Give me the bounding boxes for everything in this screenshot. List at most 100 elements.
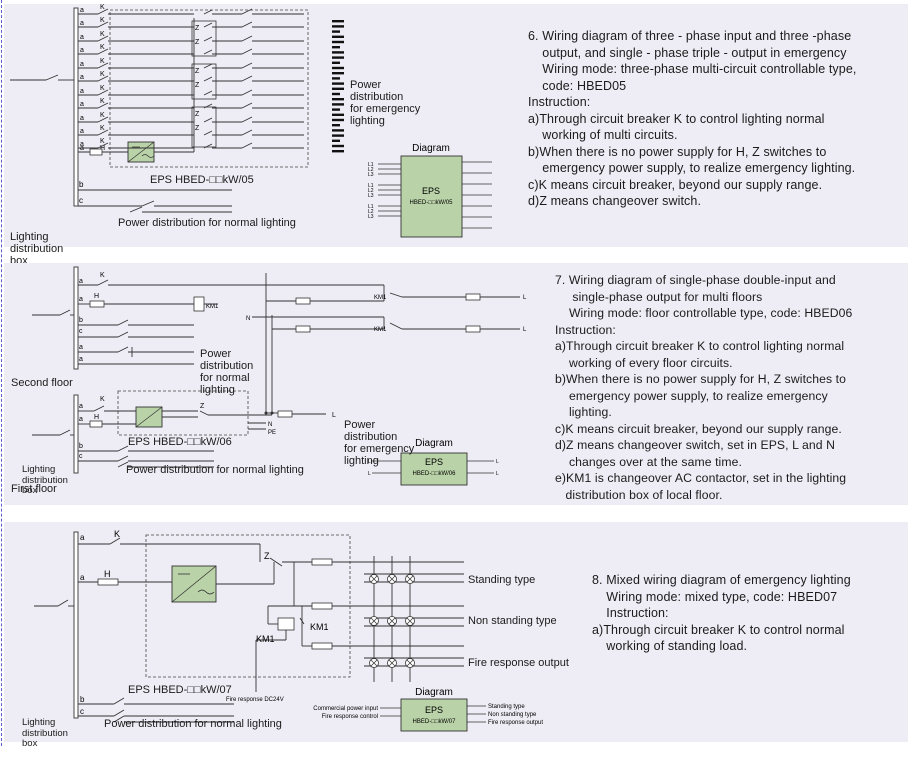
branch-letter: a	[80, 101, 84, 108]
contactor-label: KM1	[374, 327, 387, 333]
description-line: output, and single - phase triple - outp…	[528, 45, 847, 60]
description-line: c)K means circuit breaker, beyond our su…	[555, 421, 842, 436]
description-hbed07: 8. Mixed wiring diagram of emergency lig…	[592, 572, 851, 655]
breaker-label: K	[114, 529, 120, 539]
output-terminal	[332, 77, 340, 80]
breaker-label: H	[94, 293, 99, 300]
description-line: a)Through circuit breaker K to control n…	[592, 622, 845, 637]
output-terminal	[332, 113, 344, 116]
branch-letter: c	[79, 453, 83, 460]
branch-letter: c	[79, 196, 83, 205]
contactor-label: KM1	[206, 304, 219, 310]
breaker-label: K	[100, 85, 105, 92]
branch-letter: a	[79, 344, 83, 351]
breaker-label: K	[100, 31, 105, 38]
description-line: a)Through circuit breaker K to control l…	[555, 339, 845, 353]
breaker-label: H	[94, 414, 99, 421]
neutral-label: N	[268, 422, 272, 428]
live-label: L	[523, 327, 527, 333]
output-non-standing-label: Non standing type	[488, 712, 537, 718]
description-line: emergency power supply, to realize emerg…	[555, 388, 828, 403]
live-label: L	[368, 471, 371, 477]
switch-label: Z	[195, 39, 200, 46]
phase-label: L1	[368, 204, 374, 210]
output-terminal	[332, 82, 344, 85]
breaker-label: H	[104, 569, 111, 579]
description-line: e)KM1 is changeover AC contactor, set in…	[555, 471, 847, 485]
fire-response-output-label: Fire response output	[468, 657, 569, 669]
description-line: distribution box of local floor.	[555, 487, 723, 502]
eps-model-label: EPS HBED-□□kW/05	[150, 174, 254, 186]
branch-letter: a	[79, 416, 83, 423]
output-terminal	[332, 30, 340, 33]
phase-label: L1	[368, 183, 374, 189]
phase-label: L3	[368, 214, 374, 220]
output-terminal	[332, 129, 344, 132]
switch-label: Z	[195, 82, 200, 89]
description-line: Instruction:	[592, 606, 669, 620]
normal-lighting-label: Power distribution for normal lighting	[118, 217, 296, 229]
breaker-label: K	[100, 98, 105, 105]
output-terminal	[332, 103, 344, 106]
breaker-label: K	[100, 396, 105, 403]
wiring-diagram-hbed07: Z a K a H KM1 KM1	[34, 529, 543, 732]
branch-letter: a	[80, 7, 84, 14]
fire-control-label: Fire response control	[322, 714, 378, 720]
wiring-diagram-hbed06: KM1 a K a H b c a a N	[32, 266, 527, 486]
phase-label: L2	[368, 209, 374, 215]
branch-letter: b	[79, 317, 83, 324]
branch-letter: b	[79, 443, 83, 450]
live-label: L	[496, 459, 499, 465]
description-line: lighting.	[555, 405, 612, 419]
live-label: L	[496, 471, 499, 477]
branch-letter: a	[79, 356, 83, 363]
branch-letter: c	[79, 328, 83, 335]
live-label: L	[523, 295, 527, 301]
branch-letter: a	[80, 88, 84, 95]
branch-letter: a	[80, 533, 85, 542]
output-standing-label: Standing type	[488, 704, 525, 710]
neutral-label: N	[246, 316, 250, 322]
output-terminal	[332, 25, 344, 28]
branch-letter: c	[80, 707, 84, 716]
branch-letter: a	[79, 278, 83, 285]
branch-letter: b	[80, 695, 85, 704]
output-fire-label: Fire response output	[488, 720, 543, 726]
first-floor-label: First floor	[11, 483, 57, 495]
phase-label: L2	[368, 188, 374, 194]
description-line: d)Z means changeover switch.	[528, 194, 702, 208]
description-line: Instruction:	[555, 322, 616, 337]
live-label: L	[368, 459, 371, 465]
branch-letter: a	[80, 115, 84, 122]
breaker-label: K	[100, 125, 105, 132]
description-line: d)Z means changeover switch, set in EPS,…	[555, 438, 836, 452]
eps-block-model: HBED-□□kW/06	[413, 471, 457, 477]
description-hbed05: 6. Wiring diagram of three - phase input…	[528, 28, 856, 210]
breaker-label: K	[100, 112, 105, 119]
branch-letter: a	[80, 61, 84, 68]
description-line: Wiring mode: mixed type, code: HBED07	[592, 589, 838, 604]
description-line: 7. Wiring diagram of single-phase double…	[555, 273, 836, 287]
output-terminal	[332, 87, 344, 90]
switch-label: Z	[200, 403, 205, 410]
output-terminal	[332, 139, 340, 142]
contactor-label: KM1	[310, 622, 329, 632]
switch-label: Z	[195, 111, 200, 118]
fire-response-dc-label: Fire response DC24V	[226, 697, 284, 703]
non-standing-type-label: Non standing type	[468, 615, 557, 627]
description-line: Wiring mode: floor controllable type, co…	[555, 306, 853, 320]
diagram-title: Diagram	[412, 143, 450, 154]
commercial-input-label: Commercial power input	[313, 706, 378, 712]
output-terminal	[332, 66, 344, 70]
switch-label: Z	[195, 25, 200, 32]
output-terminal	[332, 124, 340, 127]
normal-lighting-label: Power distribution for normal lighting	[126, 464, 304, 476]
breaker-label: K	[100, 272, 105, 279]
description-line: a)Through circuit breaker K to control l…	[528, 111, 825, 126]
output-terminal	[332, 144, 344, 148]
branch-letter: a	[79, 296, 83, 303]
phase-label: L3	[368, 172, 374, 178]
